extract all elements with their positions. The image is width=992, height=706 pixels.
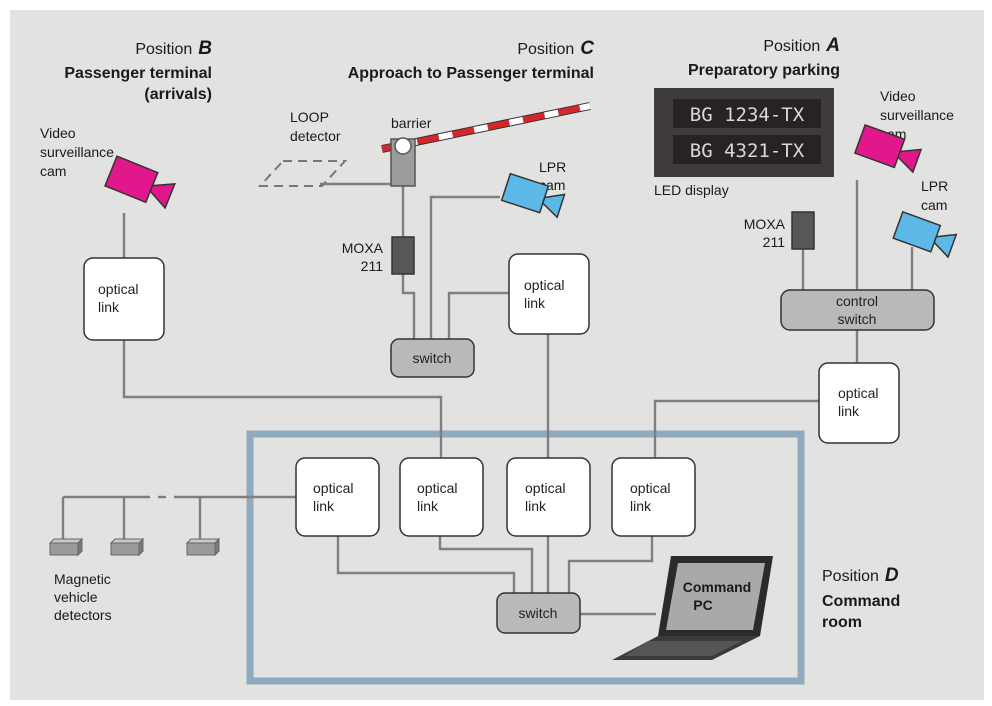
optical-link-c-label-2: link	[524, 295, 546, 311]
laptop-icon	[612, 556, 773, 660]
optical-link-a-label-2: link	[838, 403, 860, 419]
magnetic-label-1: Magnetic	[54, 571, 111, 587]
led-plate-2: BG 4321-TX	[690, 140, 805, 162]
video-cam-a-label-1: Video	[880, 88, 916, 104]
control-switch	[780, 289, 935, 331]
optical-link-d3: optical link	[506, 457, 591, 537]
video-cam-b-label-2: surveillance	[40, 144, 114, 160]
loop-detector-label-2: detector	[290, 128, 341, 144]
video-cam-b-label-1: Video	[40, 125, 76, 141]
svg-text:link: link	[525, 498, 547, 514]
lpr-cam-c-label-1: LPR	[539, 159, 566, 175]
optical-link-b-label-2: link	[98, 299, 120, 315]
led-plate-1: BG 1234-TX	[690, 104, 805, 126]
optical-link-a	[818, 362, 900, 444]
switch-c	[390, 338, 475, 378]
lpr-camera-icon	[500, 172, 566, 219]
svg-text:link: link	[630, 498, 652, 514]
magnetic-sensor-icon	[185, 537, 221, 557]
position-d-line1: Command	[822, 593, 900, 610]
position-a-line1: Preparatory parking	[688, 62, 840, 79]
switch-c-label: switch	[413, 350, 452, 366]
loop-detector-icon	[257, 160, 348, 187]
optical-link-b	[83, 257, 165, 341]
magnetic-label-2: vehicle	[54, 589, 98, 605]
svg-text:link: link	[417, 498, 439, 514]
moxa-a-label-2: 211	[763, 234, 786, 250]
optical-link-d4: optical link	[611, 457, 696, 537]
led-display-label: LED display	[654, 182, 729, 198]
switch-d	[496, 592, 581, 634]
connection-lines	[61, 180, 914, 616]
magnetic-sensor-icon	[48, 537, 84, 557]
lpr-cam-a-label-1: LPR	[921, 178, 948, 194]
barrier-label: barrier	[391, 115, 432, 131]
lpr-camera-icon	[892, 210, 958, 259]
video-camera-icon	[104, 155, 176, 210]
switch-d-label: switch	[519, 605, 558, 621]
magnetic-label-3: detectors	[54, 607, 112, 623]
position-c-line1: Approach to Passenger terminal	[348, 65, 594, 82]
moxa-a-label-1: MOXA	[744, 216, 786, 232]
optical-link-b-label-1: optical	[98, 281, 138, 297]
svg-text:link: link	[313, 498, 335, 514]
command-pc-label-1: Command	[683, 579, 751, 595]
optical-link-d1: optical link	[295, 457, 380, 537]
moxa-c-label-1: MOXA	[342, 240, 384, 256]
led-display: BG 1234-TX BG 4321-TX	[654, 88, 834, 177]
command-pc-label-2: PC	[693, 597, 712, 613]
svg-text:optical: optical	[630, 480, 670, 496]
moxa-device-icon	[791, 211, 815, 250]
svg-text:optical: optical	[417, 480, 457, 496]
moxa-device-icon	[391, 236, 415, 275]
video-camera-icon	[853, 123, 923, 174]
command-room-frame	[246, 430, 805, 685]
optical-link-d2: optical link	[399, 457, 484, 537]
position-d-line2: room	[822, 614, 862, 631]
control-switch-label-1: control	[836, 293, 878, 309]
lpr-cam-a-label-2: cam	[921, 197, 947, 213]
moxa-c-label-2: 211	[361, 258, 384, 274]
optical-link-c	[508, 253, 590, 335]
optical-link-c-label-1: optical	[524, 277, 564, 293]
video-cam-b-label-3: cam	[40, 163, 66, 179]
position-b-line1: Passenger terminal	[64, 65, 212, 82]
video-cam-a-label-2: surveillance	[880, 107, 954, 123]
optical-link-a-label-1: optical	[838, 385, 878, 401]
control-switch-label-2: switch	[838, 311, 877, 327]
barrier-icon	[381, 102, 591, 187]
magnetic-sensor-icon	[109, 537, 145, 557]
position-b-line2: (arrivals)	[144, 86, 212, 103]
svg-text:optical: optical	[525, 480, 565, 496]
svg-text:optical: optical	[313, 480, 353, 496]
loop-detector-label-1: LOOP	[290, 109, 329, 125]
